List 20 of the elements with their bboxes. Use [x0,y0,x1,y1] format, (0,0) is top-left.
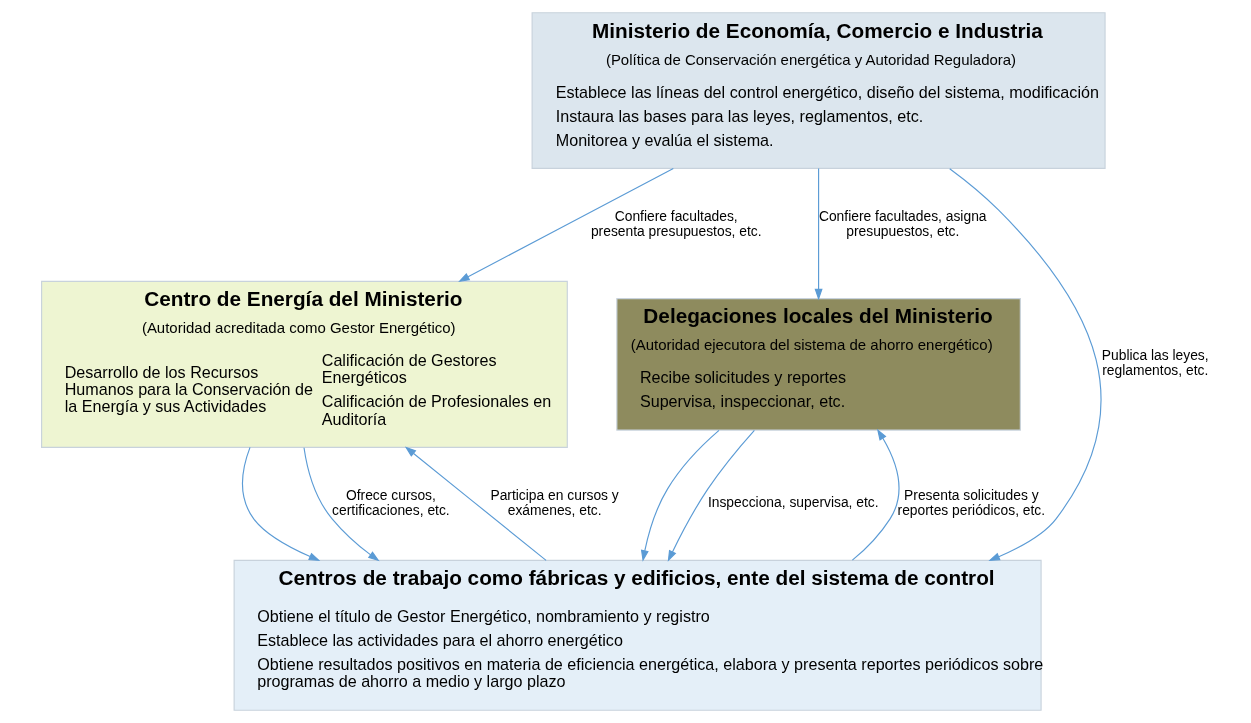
node-box: Delegaciones locales del Ministerio (Autoridad ejecutora del sistema de ahorro energético) Recibe solicitudes y reportes Supervisa, inspeccionar, etc. [616,298,1021,431]
node-box: Centros de trabajo como fábricas y edificios, ente del sistema de control Obtiene el título de Gestor Energético, nombramiento y registro Establece las actividades para el ahorro energético Obtiene resultados positivos en materia de eficiencia energética, elabora y presenta reportes periódicos sobre programas de ahorro a medio y largo plazo [233,559,1042,711]
edge-label: Participa en cursos y exámenes, etc. [490,486,619,518]
arrow [241,446,321,561]
edge-label: Inspecciona, supervisa, etc. [707,494,879,511]
edge-label: Confiere facultades, presenta presupuestos, etc. [590,207,762,239]
edge-label: Publica las leyes, reglamentos, etc. [1101,347,1209,379]
arrow [851,428,900,561]
arrow [458,167,674,283]
node-box: Ministerio de Economía, Comercio e Industria (Política de Conservación energética y Autoridad Reguladora) Establece las líneas del control energético, diseño del sistema, modificación Instaura las bases para las leyes, reglamentos, etc. Monitorea y evalúa el sistema. [531,12,1106,169]
arrow [640,429,720,562]
edge-label: Ofrece cursos, certificaciones, etc. [332,486,450,518]
edge-label: Presenta solicitudes y reportes periódicos, etc. [897,486,1046,518]
arrow [303,447,380,562]
arrow [404,446,547,561]
arrow [949,168,1102,561]
edge-label: Confiere facultades, asigna presupuestos, etc. [818,207,987,239]
arrow [814,167,823,301]
node-box: Centro de Energía del Ministerio (Autoridad acreditada como Gestor Energético) Desarrollo de los Recursos Humanos para la Conservación de la Energía y sus Actividades Calificación de Gestores Energéticos Calificación de Profesionales en Auditoría [41,280,568,448]
arrow [667,429,755,562]
